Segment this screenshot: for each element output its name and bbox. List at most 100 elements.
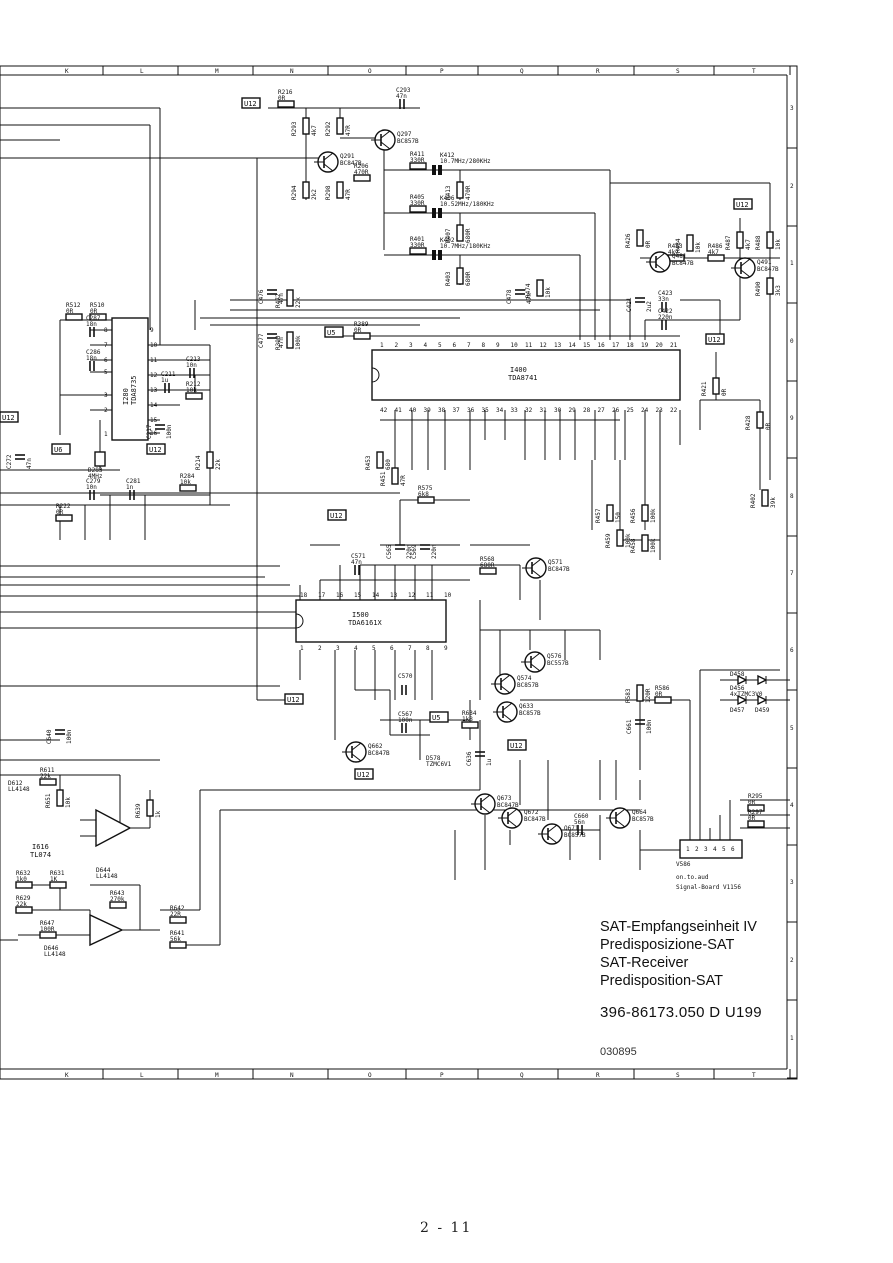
capacitor-c211: [164, 383, 170, 393]
resistor-r297: [747, 820, 765, 828]
label-value-r487: 4k7: [745, 239, 752, 250]
label-ref-c279: C279: [86, 478, 101, 485]
resistor-r651: [56, 789, 64, 807]
label-ref-d644: D644: [96, 867, 111, 874]
supply-tag-u12: U12: [284, 693, 304, 705]
label-ref-r457: R457: [595, 508, 602, 523]
connector-pin-5: 5: [722, 846, 726, 853]
label-ref-r292: R292: [325, 121, 332, 136]
resistor-r401: [409, 247, 427, 255]
transistor-q672: [498, 807, 523, 829]
grid-row-1: 1: [790, 1035, 794, 1042]
label-ref-r206: R206: [354, 163, 369, 170]
label-ref-r486: R486: [708, 243, 723, 250]
connector-pin-1: 1: [686, 846, 690, 853]
ic-ref-i616: I616: [32, 843, 49, 851]
label-ref-d459: D459: [755, 707, 770, 714]
pin-i280-5: 5: [104, 369, 108, 376]
label-type-q662: BC847B: [368, 750, 390, 757]
label-type-q481: BC847B: [672, 260, 694, 267]
capacitor-c286: [89, 361, 95, 371]
label-ref-c567: C567: [398, 711, 413, 718]
label-ref-r474: R474: [525, 283, 532, 298]
resistor-r458: [641, 534, 649, 552]
capacitor-c565: [395, 544, 405, 550]
label-type-q297: BC857B: [397, 138, 419, 145]
supply-tag-text: U6: [54, 446, 62, 454]
label-value-r510: 0R: [90, 308, 98, 315]
grid-row-3: 3: [790, 105, 794, 112]
pin-i400-14: 14: [569, 342, 577, 349]
resistor-r456: [641, 504, 649, 522]
label-ref-q574: Q574: [517, 675, 532, 682]
label-type-q671: BC857B: [564, 832, 586, 839]
label-value-r401: 330R: [410, 242, 425, 249]
label-ref-c571: C571: [351, 553, 366, 560]
label-ref-q671: Q671: [564, 825, 579, 832]
label-value-r472: 22k: [295, 297, 302, 308]
resistor-r214: [206, 451, 214, 469]
resistor-r641: [169, 941, 187, 949]
label-value-r641: 56k: [170, 936, 181, 943]
capacitor-c476: [267, 289, 277, 295]
resistor-r411: [409, 162, 427, 170]
label-value-k412: 10.7MHz/280KHz: [440, 158, 491, 165]
label-value-r647: 100R: [40, 926, 55, 933]
label-value-r639: 1k: [155, 810, 162, 818]
label-value-c565: 220n: [406, 544, 413, 559]
label-ref-r297: R297: [748, 809, 763, 816]
label-ref-r295: R295: [748, 793, 763, 800]
label-ref-r647: R647: [40, 920, 55, 927]
grid-col-bottom-Q: Q: [520, 1072, 524, 1079]
resistor-r472: [286, 289, 294, 307]
supply-tag-u12: U12: [705, 333, 725, 345]
label-value-r634: 1k8: [462, 716, 473, 723]
capacitor-c660: [577, 825, 583, 835]
pin-i500-18: 18: [300, 592, 308, 599]
transistor-q297: [371, 129, 396, 151]
connector-note: on.to.aud: [676, 874, 709, 881]
transistor-q291: [314, 151, 339, 173]
label-value-c477: 47n: [278, 337, 285, 348]
transistor-q671: [538, 823, 563, 845]
label-ref-r611: R611: [40, 767, 55, 774]
supply-tag-text: U12: [708, 336, 721, 344]
label-value-r295: 0R: [748, 799, 756, 806]
resistor-r459: [616, 529, 624, 547]
grid-col-bottom-N: N: [290, 1072, 294, 1079]
label-ref-r214: R214: [195, 455, 202, 470]
resistor-r402: [761, 489, 769, 507]
label-ref-c636: C636: [466, 751, 473, 766]
grid-row-4: 4: [790, 802, 794, 809]
opamp-triangle-upper: [95, 808, 132, 848]
pin-i500-12: 12: [408, 592, 416, 599]
capacitor-c287: [89, 327, 95, 337]
opamp-triangle-lower: [89, 913, 124, 947]
label-value-k402: 10.7MHz/180KHz: [440, 243, 491, 250]
resistor-r222: [55, 514, 73, 522]
pin-i280-12: 12: [150, 372, 158, 379]
ic-bodies: [89, 317, 743, 947]
grid-row-6: 6: [790, 647, 794, 654]
grid-row-0: 0: [790, 338, 794, 345]
resistor-r639: [146, 799, 154, 817]
pin-i400-20: 20: [656, 342, 664, 349]
pin-i400-9: 9: [496, 342, 500, 349]
grid-row-8: 8: [790, 493, 794, 500]
label-ref-c569: C569: [411, 544, 418, 559]
label-ref-k402: K402: [440, 237, 455, 244]
capacitor-symbols: [15, 99, 667, 835]
supply-tag-text: U5: [327, 329, 335, 337]
grid-row-7: 7: [790, 570, 794, 577]
pin-i400-2: 2: [395, 342, 399, 349]
ic-ref-i400: I400: [510, 366, 527, 374]
label-ref-q481: Q481: [672, 253, 687, 260]
label-ref-r643: R643: [110, 890, 125, 897]
pin-i400-35: 35: [482, 407, 490, 414]
pin-i280-13: 13: [150, 387, 158, 394]
pin-i400-11: 11: [525, 342, 533, 349]
label-ref-q664: Q664: [632, 809, 647, 816]
